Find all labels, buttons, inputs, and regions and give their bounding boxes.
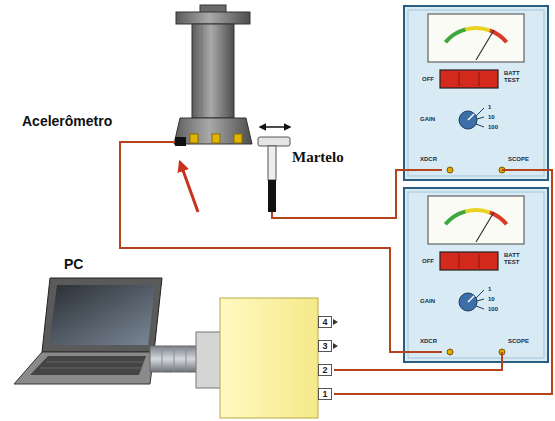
scope-wire-stub [502, 169, 548, 171]
panel-label: 100 [488, 124, 498, 131]
tool-holder [174, 5, 252, 144]
panel-label: 10 [488, 114, 495, 121]
amplifier-panel [404, 188, 548, 362]
part-label: Martelo [292, 149, 344, 166]
scope-wire-stub [501, 352, 503, 362]
signal-cable [334, 170, 552, 394]
impact-hammer [258, 137, 290, 212]
usb-cable [150, 346, 198, 372]
signal-cable [334, 362, 502, 370]
part-label: Acelerômetro [22, 113, 112, 129]
panel-label: OFF [422, 76, 434, 83]
panel-label: SCOPE [508, 156, 529, 163]
channel-number: 4 [318, 316, 332, 328]
part-label: PC [64, 256, 83, 272]
panel-label: 10 [488, 296, 495, 303]
amplifier-panel [404, 6, 548, 180]
channel-arrow [333, 343, 338, 349]
motion-arrow [260, 126, 290, 128]
laptop [14, 278, 162, 384]
channel-number: 1 [318, 388, 332, 400]
amplifier-unit: OFF BATT TEST GAIN 1 10 100XDCR SCOPE [404, 6, 548, 180]
panel-label: XDCR [420, 156, 437, 163]
hammer-cable [272, 170, 442, 218]
acquisition-box: 4 3 2 1 [220, 298, 334, 418]
panel-label: BATT TEST [504, 252, 526, 265]
amplifier-unit: OFF BATT TEST GAIN 1 10 100XDCR SCOPE [404, 188, 548, 362]
pointer-arrow [180, 162, 198, 212]
panel-label: SCOPE [508, 338, 529, 345]
channel-arrow [333, 319, 338, 325]
panel-label: XDCR [420, 338, 437, 345]
channel-number: 2 [318, 364, 332, 376]
panel-label: 100 [488, 306, 498, 313]
panel-label: GAIN [420, 298, 435, 305]
panel-label: 1 [488, 286, 491, 293]
acquisition-box [220, 298, 318, 418]
panel-label: OFF [422, 258, 434, 265]
accelerometer [175, 137, 186, 146]
panel-label: BATT TEST [504, 70, 526, 83]
channel-number: 3 [318, 340, 332, 352]
panel-label: GAIN [420, 116, 435, 123]
panel-label: 1 [488, 104, 491, 111]
connector-block [196, 332, 222, 388]
